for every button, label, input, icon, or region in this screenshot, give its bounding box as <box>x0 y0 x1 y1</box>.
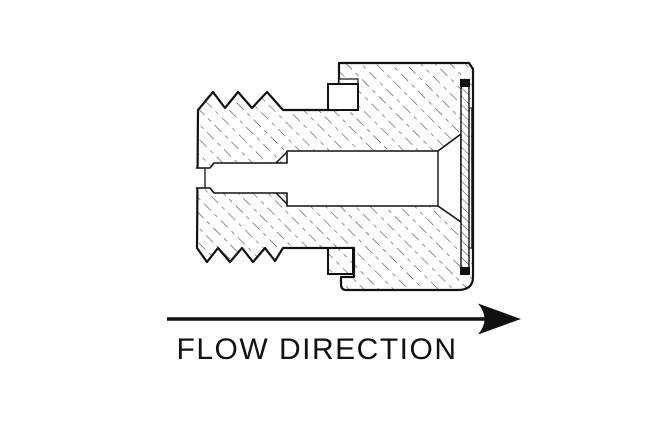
retaining-plate-hatch <box>460 81 470 271</box>
retaining-plate <box>460 79 470 275</box>
lock-block-bottom <box>327 247 354 275</box>
flow-arrow-head <box>478 303 521 335</box>
flow-direction-label: FLOW DIRECTION <box>177 333 458 366</box>
plate-retainer-bottom <box>460 267 470 275</box>
lock-block-top <box>327 83 359 111</box>
bore-chamfer-line-top <box>275 151 288 164</box>
plate-retainer-top <box>460 79 470 87</box>
lock-block-bottom-hatch <box>327 247 354 275</box>
flow-arrow <box>167 303 521 335</box>
bore-chamfer-line-bottom <box>275 192 288 205</box>
